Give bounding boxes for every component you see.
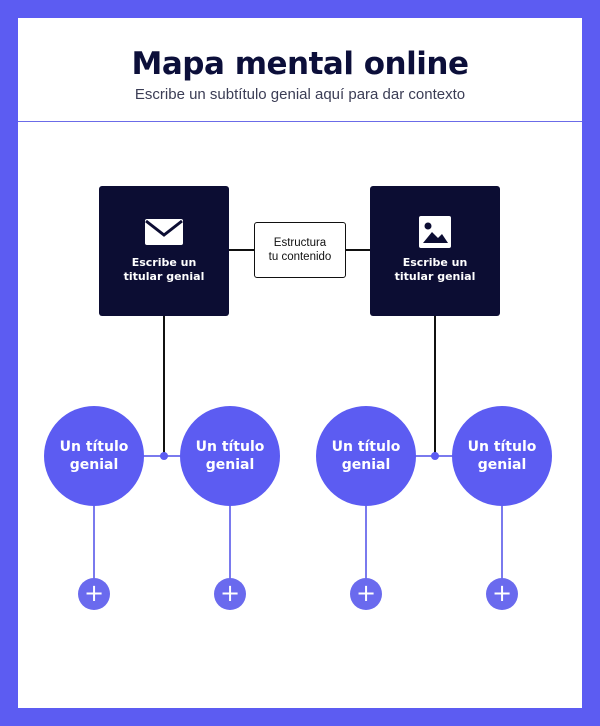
connector-right-down — [434, 316, 436, 456]
add-button[interactable]: + — [350, 578, 382, 610]
envelope-icon — [145, 219, 183, 245]
mind-map-frame: Mapa mental online Escribe un subtítulo … — [18, 18, 582, 708]
sub-node-1[interactable]: Un título genial — [44, 406, 144, 506]
connector-center-right — [346, 249, 370, 251]
main-node-label: Escribe un titular genial — [123, 256, 205, 283]
center-node[interactable]: Estructura tu contenido — [254, 222, 346, 278]
connector-left-center — [229, 249, 254, 251]
connector-sub-1 — [93, 506, 95, 580]
image-icon — [419, 216, 451, 248]
connector-sub-4 — [501, 506, 503, 580]
connector-left-down — [163, 316, 165, 456]
junction-dot-right — [431, 452, 439, 460]
page-title: Mapa mental online — [131, 46, 469, 82]
connector-sub-2 — [229, 506, 231, 580]
sub-node-3[interactable]: Un título genial — [316, 406, 416, 506]
add-button[interactable]: + — [78, 578, 110, 610]
connector-sub-3 — [365, 506, 367, 580]
main-node-label: Escribe un titular genial — [394, 256, 476, 283]
main-node-right[interactable]: Escribe un titular genial — [370, 186, 500, 316]
add-button[interactable]: + — [486, 578, 518, 610]
header-divider — [18, 121, 582, 122]
sub-node-2[interactable]: Un título genial — [180, 406, 280, 506]
junction-dot-left — [160, 452, 168, 460]
main-node-left[interactable]: Escribe un titular genial — [99, 186, 229, 316]
page-subtitle: Escribe un subtítulo genial aquí para da… — [134, 86, 466, 103]
sub-node-4[interactable]: Un título genial — [452, 406, 552, 506]
add-button[interactable]: + — [214, 578, 246, 610]
